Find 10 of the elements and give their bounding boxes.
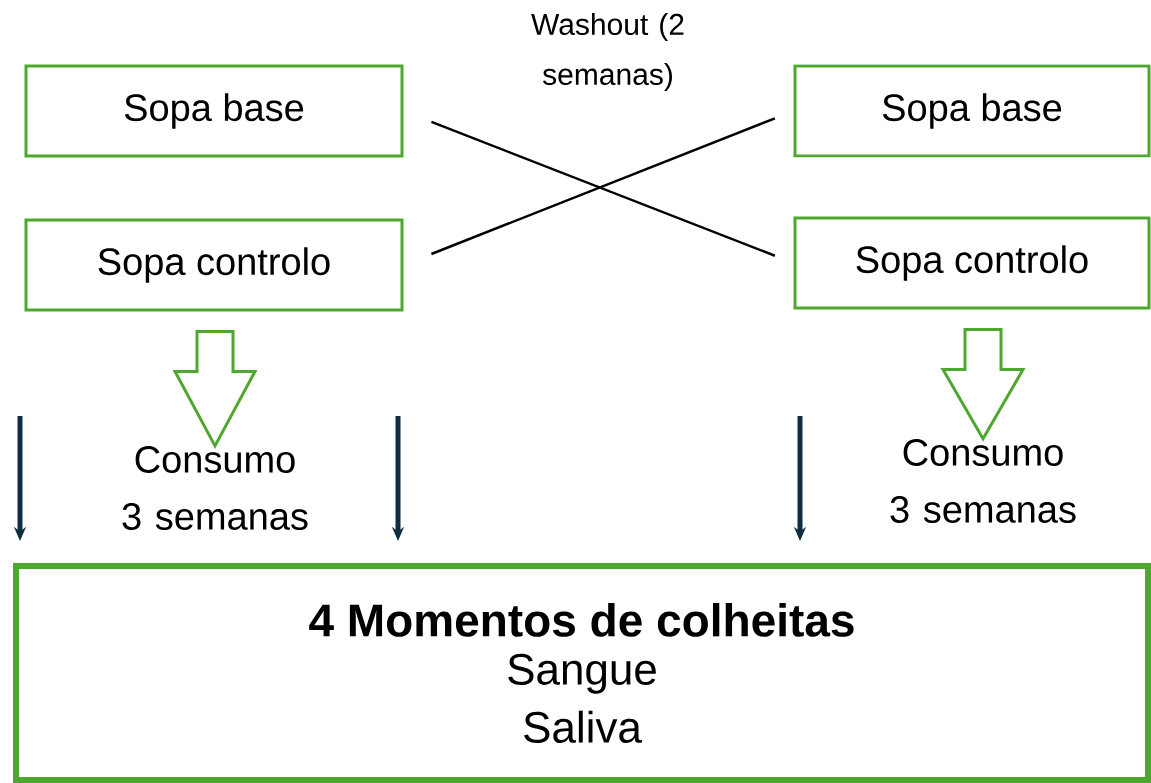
block-arrow [940, 328, 1026, 442]
soup-box: Sopa base [793, 64, 1151, 158]
soup-box: Sopa controlo [24, 218, 404, 312]
note-text: Washout (2 semanas) [531, 13, 684, 91]
soup-box: Sopa base [24, 64, 404, 158]
duration-text: Consumo 3 semanas [122, 446, 308, 530]
result-box: 4 Momentos de colheitas Sangue Saliva [13, 563, 1151, 783]
duration-text: Consumo 3 semanas [890, 439, 1076, 523]
soup-box: Sopa controlo [793, 216, 1151, 310]
block-arrow [172, 330, 258, 449]
